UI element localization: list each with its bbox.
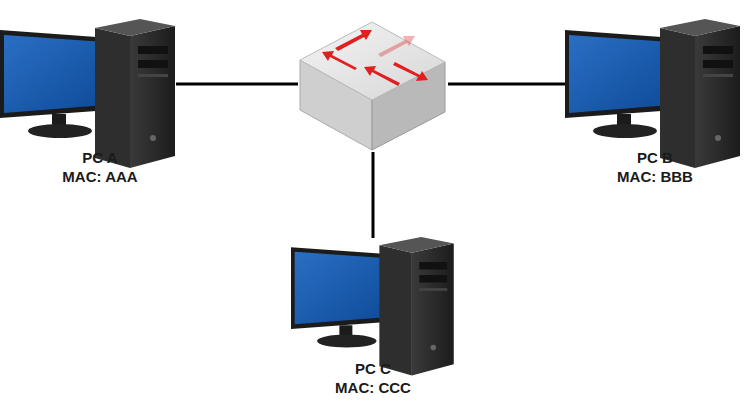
mac-address: MAC: CCC bbox=[313, 378, 433, 397]
label-group: PC AMAC: AAA bbox=[40, 148, 160, 186]
pc-name: PC A bbox=[40, 148, 160, 167]
pc-node: PC BMAC: BBB bbox=[565, 15, 743, 193]
pc-name: PC B bbox=[595, 148, 715, 167]
pc-node: PC CMAC: CCC bbox=[285, 238, 460, 408]
network-cable bbox=[373, 152, 374, 238]
switch-node bbox=[298, 0, 448, 152]
mac-address: MAC: BBB bbox=[595, 167, 715, 186]
label-group: PC CMAC: CCC bbox=[313, 359, 433, 397]
cable-line bbox=[448, 83, 565, 86]
cable-line bbox=[176, 83, 298, 86]
switch-icon bbox=[300, 22, 445, 150]
cable-line bbox=[372, 152, 375, 238]
pc-node: PC AMAC: AAA bbox=[0, 15, 176, 193]
network-cable bbox=[448, 84, 565, 85]
label-group: PC BMAC: BBB bbox=[595, 148, 715, 186]
pc-name: PC C bbox=[313, 359, 433, 378]
network-cable bbox=[176, 84, 298, 85]
mac-address: MAC: AAA bbox=[40, 167, 160, 186]
pc-icon bbox=[0, 19, 175, 168]
pc-icon bbox=[291, 237, 454, 376]
pc-icon bbox=[565, 19, 740, 168]
